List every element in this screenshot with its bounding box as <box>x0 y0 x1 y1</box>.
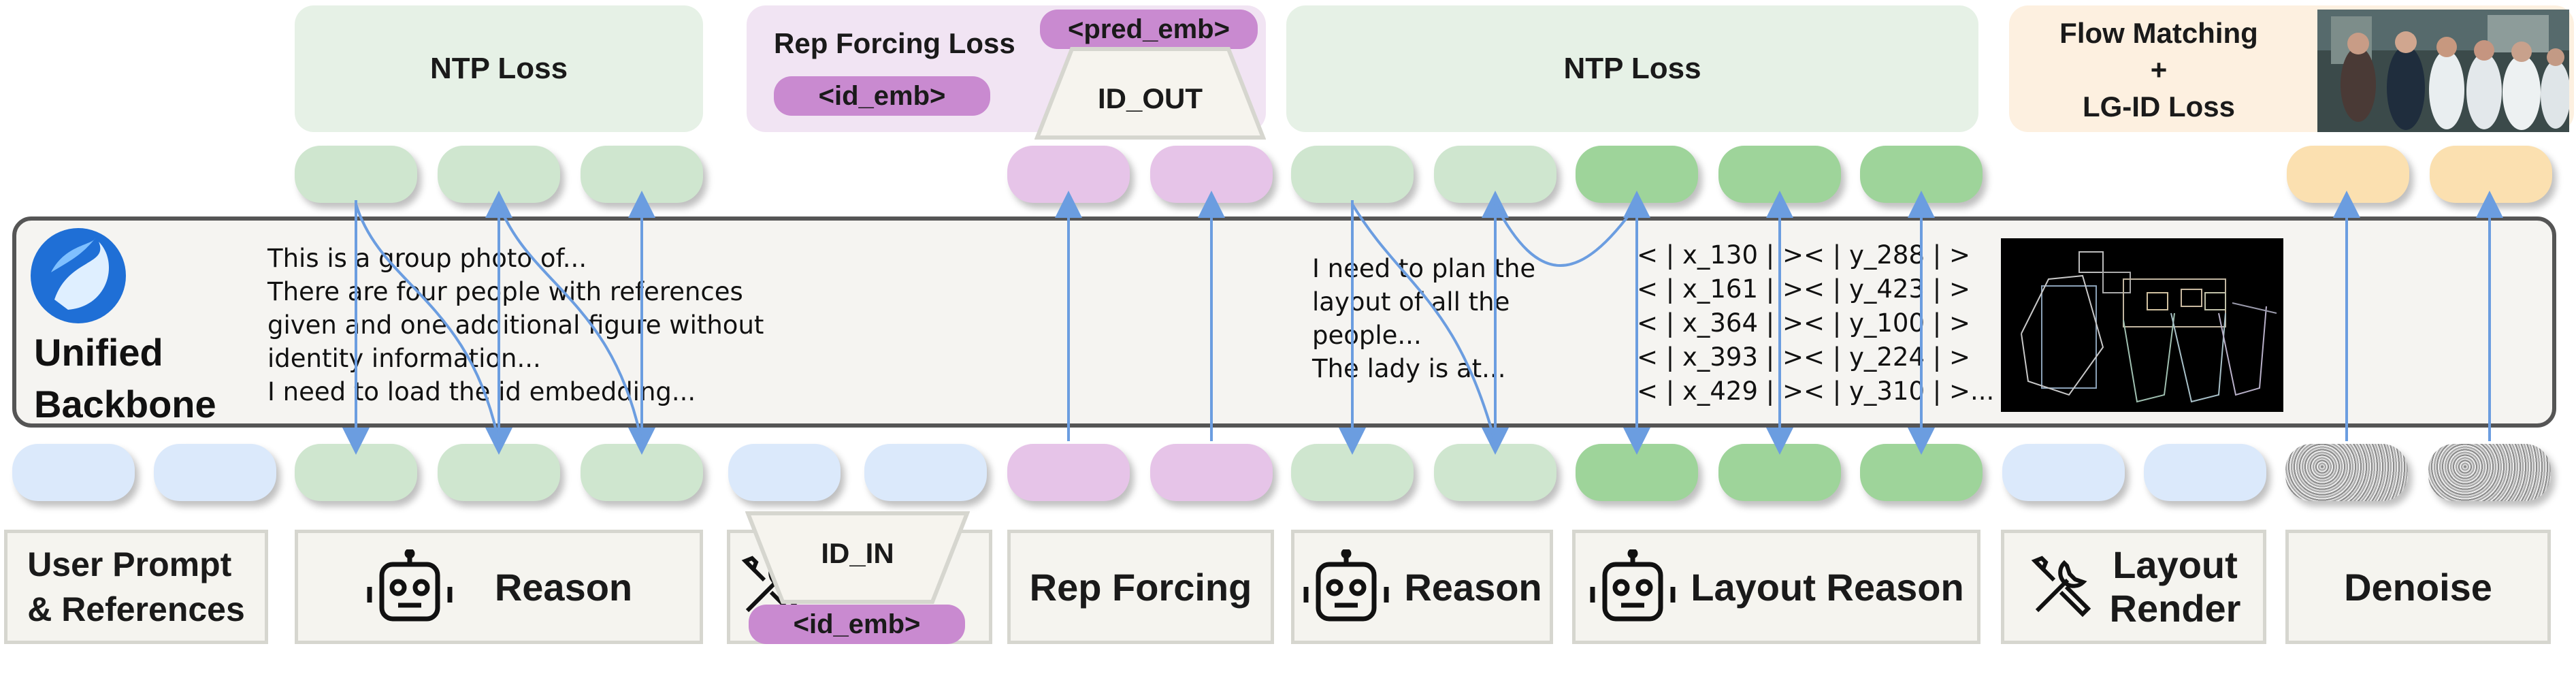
id-emb-tag-top-label: <id_emb> <box>818 80 946 111</box>
layout-render-preview <box>2001 238 2283 412</box>
ntp-loss-left-label: NTP Loss <box>429 52 568 85</box>
layout-coordinate-tokens: < | x_130 | >< | y_288 | > < | x_161 | >… <box>1637 240 1995 406</box>
ntp-loss-right-label: NTP Loss <box>1563 52 1701 85</box>
stage-user-prompt-label: User Prompt & References <box>27 545 245 628</box>
id-in-trapezoid <box>745 511 970 604</box>
top-token-1 <box>295 146 417 203</box>
pred-emb-tag: <pred_emb> <box>1040 10 1258 49</box>
stage-layout-reason: Layout Reason <box>1572 530 1980 644</box>
stage-denoise: Denoise <box>2285 530 2551 644</box>
flow-matching-loss-label: Flow Matching + LG-ID Loss <box>2059 17 2258 123</box>
rep-forcing-loss-label: Rep Forcing Loss <box>774 27 1015 59</box>
id-emb-tag-bottom-label: <id_emb> <box>793 609 921 639</box>
bottom-token-1 <box>12 444 135 501</box>
backbone-logo-icon <box>31 228 126 323</box>
robot-icon <box>1590 549 1676 622</box>
bottom-token-2 <box>154 444 276 501</box>
ntp-loss-right: NTP Loss <box>1286 5 1978 132</box>
ntp-loss-left: NTP Loss <box>295 5 703 132</box>
id-emb-tag-bottom: <id_emb> <box>749 605 965 644</box>
stage-layout-render-label: Layout Render <box>2109 543 2241 630</box>
stage-reason-1: Reason <box>295 530 703 644</box>
stage-layout-reason-label: Layout Reason <box>1691 565 1964 609</box>
stage-reason-2-label: Reason <box>1404 565 1542 609</box>
robot-icon <box>1303 549 1389 622</box>
bottom-token-16 <box>2144 444 2266 501</box>
reason-thought-text: This is a group photo of... There are fo… <box>267 244 764 406</box>
bottom-token-8 <box>1007 444 1130 501</box>
stage-reason-2: Reason <box>1291 530 1553 644</box>
id-out-label: ID_OUT <box>1097 82 1203 114</box>
generated-image-thumbnail <box>2317 10 2569 132</box>
bottom-token-15 <box>2002 444 2125 501</box>
id-out-trapezoid <box>1034 47 1266 140</box>
pred-emb-tag-label: <pred_emb> <box>1068 14 1230 44</box>
stage-reason-1-label: Reason <box>494 565 633 609</box>
bottom-token-18 <box>2428 444 2551 501</box>
bottom-token-9 <box>1150 444 1273 501</box>
bottom-token-17 <box>2285 444 2408 501</box>
backbone-title: Unified Backbone <box>34 331 216 426</box>
stage-denoise-label: Denoise <box>2344 565 2492 609</box>
stage-user-prompt: User Prompt & References <box>4 530 268 644</box>
bottom-token-7 <box>864 444 987 501</box>
bottom-token-6 <box>728 444 841 501</box>
stage-rep-forcing: Rep Forcing <box>1007 530 1274 644</box>
layout-thought-text: I need to plan the layout of all the peo… <box>1312 254 1536 383</box>
id-in-label: ID_IN <box>821 537 894 569</box>
top-token-6 <box>1291 146 1414 203</box>
stage-layout-render: Layout Render <box>2001 530 2266 644</box>
tools-icon <box>2031 556 2091 617</box>
robot-icon <box>367 549 453 622</box>
stage-rep-forcing-label: Rep Forcing <box>1029 565 1252 609</box>
id-emb-tag-top: <id_emb> <box>774 76 990 116</box>
